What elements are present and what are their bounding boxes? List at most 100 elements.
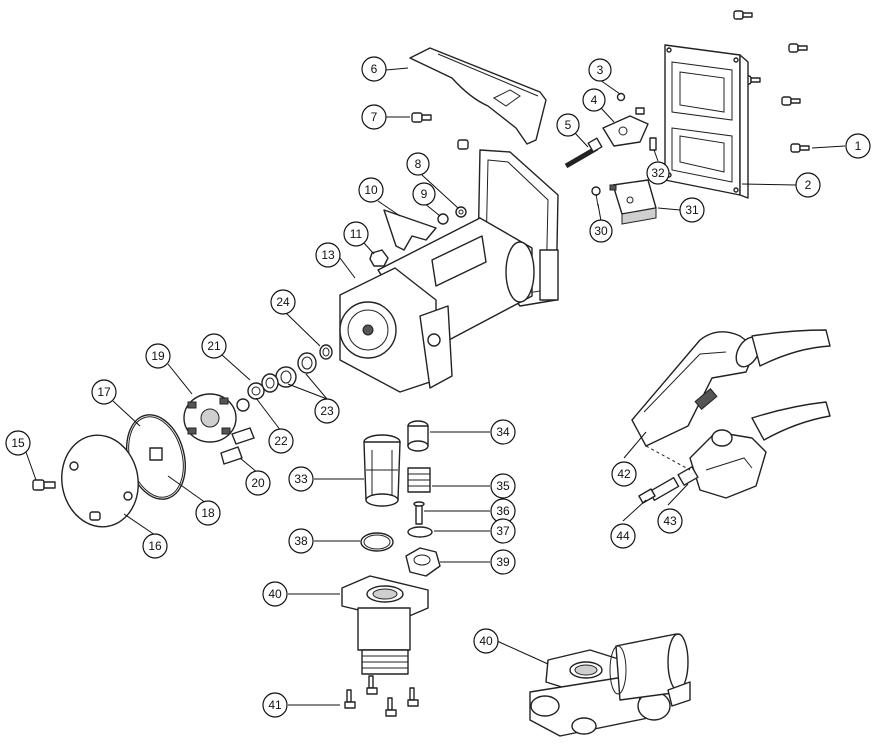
callout-18: 18	[195, 500, 221, 526]
callout-40-flange: 40	[262, 581, 288, 607]
svg-text:19: 19	[151, 349, 165, 363]
svg-text:38: 38	[294, 534, 308, 548]
callout-31: 31	[679, 197, 705, 223]
small-ring	[236, 398, 250, 412]
svg-text:37: 37	[496, 524, 510, 538]
motor-housing	[339, 149, 559, 393]
svg-text:18: 18	[201, 506, 215, 520]
svg-text:10: 10	[364, 183, 378, 197]
callout-2: 2	[795, 172, 821, 198]
washer-21	[261, 373, 279, 393]
svg-text:42: 42	[617, 467, 631, 481]
inlet-flange	[341, 575, 429, 675]
poppet-34	[407, 420, 429, 452]
callout-22: 22	[268, 428, 294, 454]
svg-text:21: 21	[207, 339, 221, 353]
junction-cover-plate	[664, 44, 749, 199]
svg-text:41: 41	[268, 698, 282, 712]
callout-6: 6	[361, 56, 387, 82]
svg-text:5: 5	[565, 118, 572, 132]
assembled-pump-base	[529, 633, 691, 737]
callout-44: 44	[610, 523, 636, 549]
callout-3: 3	[588, 58, 612, 82]
seal-set-23	[275, 352, 317, 388]
nut-small	[616, 92, 626, 102]
callout-38: 38	[288, 528, 314, 554]
callout-9: 9	[412, 182, 436, 206]
callout-20: 20	[245, 470, 271, 496]
svg-text:15: 15	[11, 436, 25, 450]
svg-text:13: 13	[321, 248, 335, 262]
stem-36	[413, 501, 425, 525]
rotor-key	[383, 209, 437, 251]
callout-24: 24	[270, 289, 296, 315]
o-ring-24	[319, 344, 333, 360]
callout-16: 16	[142, 533, 168, 559]
svg-text:33: 33	[294, 472, 308, 486]
nozzle-hook-lever	[409, 47, 547, 145]
callout-8: 8	[406, 152, 430, 176]
svg-text:31: 31	[685, 203, 699, 217]
callout-35: 35	[490, 473, 516, 499]
o-ring-37	[407, 526, 433, 538]
screw-7	[411, 112, 432, 123]
svg-text:6: 6	[371, 62, 378, 76]
callout-23: 23	[314, 398, 340, 424]
callout-32: 32	[646, 161, 670, 185]
callout-42: 42	[611, 461, 637, 487]
svg-text:36: 36	[496, 504, 510, 518]
bolt-15	[32, 479, 56, 491]
callout-37: 37	[490, 518, 516, 544]
svg-text:3: 3	[597, 63, 604, 77]
callout-4: 4	[582, 88, 606, 112]
svg-text:8: 8	[415, 157, 422, 171]
svg-text:4: 4	[591, 93, 598, 107]
svg-text:34: 34	[496, 425, 510, 439]
callout-41: 41	[262, 692, 288, 718]
svg-text:35: 35	[496, 479, 510, 493]
strainer-screen	[363, 434, 401, 507]
svg-text:7: 7	[371, 110, 378, 124]
svg-text:43: 43	[663, 514, 677, 528]
callout-5: 5	[556, 113, 580, 137]
callout-33: 33	[288, 466, 314, 492]
screw-misc	[457, 139, 469, 150]
callout-7: 7	[361, 104, 387, 130]
svg-text:1: 1	[855, 139, 862, 153]
svg-text:23: 23	[320, 404, 334, 418]
svg-text:22: 22	[274, 434, 288, 448]
rotor-vanes	[220, 427, 255, 465]
spring-35	[407, 467, 431, 493]
callout-11: 11	[343, 221, 369, 247]
micro-switch	[609, 179, 657, 225]
svg-text:9: 9	[421, 187, 428, 201]
svg-text:24: 24	[276, 295, 290, 309]
fuel-nozzle-43	[677, 401, 831, 499]
washer-8	[455, 206, 467, 218]
leader-lines	[25, 67, 846, 706]
callout-40-assembly: 40	[473, 628, 499, 654]
svg-text:30: 30	[594, 224, 608, 238]
washer-22	[247, 382, 265, 400]
svg-text:44: 44	[616, 529, 630, 543]
callout-30: 30	[589, 219, 613, 243]
svg-text:2: 2	[805, 178, 812, 192]
callout-43: 43	[657, 508, 683, 534]
screw-30	[591, 186, 601, 207]
callout-17: 17	[91, 379, 117, 405]
flange-bolts	[344, 675, 419, 717]
svg-text:16: 16	[148, 539, 162, 553]
screw-32	[649, 137, 657, 151]
nut-11	[369, 249, 389, 267]
callout-1: 1	[845, 133, 871, 159]
svg-text:32: 32	[651, 166, 665, 180]
o-ring-38	[360, 532, 394, 552]
washer-9	[437, 213, 449, 225]
fuel-nozzle-42	[631, 329, 831, 447]
svg-text:40: 40	[268, 587, 282, 601]
svg-text:17: 17	[97, 385, 111, 399]
callout-13: 13	[315, 242, 341, 268]
svg-text:11: 11	[350, 227, 363, 241]
pump-rotor	[183, 393, 237, 443]
